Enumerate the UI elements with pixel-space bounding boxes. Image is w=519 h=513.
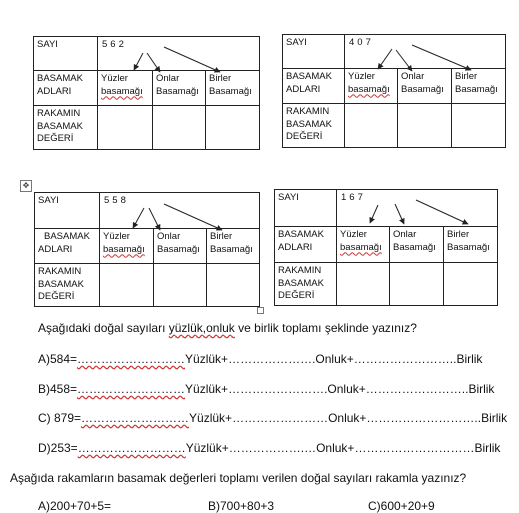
number-value: 562 (97, 36, 260, 71)
number-value: 407 (344, 34, 506, 69)
answer-cell[interactable] (443, 262, 498, 306)
sayi-label: SAYI (282, 34, 345, 69)
instruction-2: Aşağıda rakamların basamak değerleri top… (10, 471, 467, 485)
number-value: 558 (99, 192, 260, 229)
answer-cell[interactable] (389, 262, 444, 306)
table-resize-handle[interactable] (257, 307, 264, 314)
exercise-b: B)458=………………………Yüzlük+…………………….Onluk+………… (38, 382, 495, 396)
exercise-a: A)584=………………………Yüzlük+………………….Onluk+…………… (38, 352, 483, 366)
table-move-icon[interactable]: ✥ (20, 180, 32, 192)
sum-c: C)600+20+9 (368, 499, 435, 513)
answer-cell[interactable] (336, 262, 390, 306)
sum-b: B)700+80+3 (208, 499, 275, 513)
sayi-label: SAYI (33, 36, 98, 71)
answer-cell[interactable] (99, 263, 154, 307)
instruction-1: Aşağıdaki doğal sayıları yüzlük,onluk ve… (38, 321, 417, 335)
exercise-d: D)253=………………………Yüzlük+……………….…Onluk+…………… (38, 441, 501, 455)
sayi-label: SAYI (274, 189, 337, 227)
answer-cell[interactable] (206, 263, 260, 307)
exercise-c: C) 879=………………………Yüzlük+……………………Onluk+………… (38, 411, 508, 425)
sayi-label: SAYI (34, 192, 100, 229)
sum-a: A)200+70+5= (38, 499, 112, 513)
answer-cell[interactable] (344, 103, 398, 148)
answer-cell[interactable] (205, 105, 260, 150)
answer-cell[interactable] (397, 103, 452, 148)
answer-cell[interactable] (451, 103, 506, 148)
answer-cell[interactable] (153, 263, 207, 307)
number-value: 167 (336, 189, 498, 227)
answer-cell[interactable] (97, 105, 153, 150)
answer-cell[interactable] (152, 105, 206, 150)
